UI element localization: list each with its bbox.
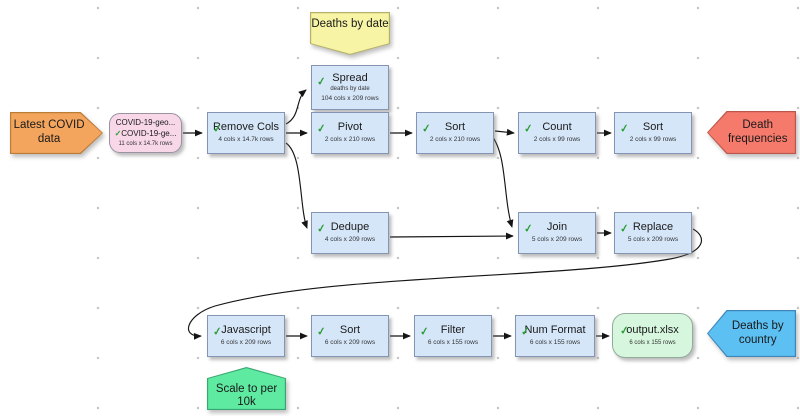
node-stats: 2 cols x 99 rows (533, 136, 581, 144)
note-deaths-by-date[interactable]: Deaths by date (310, 12, 390, 55)
note-label: Deaths by country (731, 319, 784, 346)
node-title: Pivot (337, 121, 363, 134)
check-icon: ✓ (316, 325, 327, 339)
node-title: Remove Cols (212, 121, 280, 134)
node-stats: 2 cols x 99 rows (629, 136, 677, 144)
check-icon: ✓ (520, 325, 531, 339)
transform-node-sort-2[interactable]: ✓ Sort 2 cols x 99 rows (614, 112, 692, 154)
check-icon: ✓ (523, 122, 534, 136)
transform-node-pivot[interactable]: ✓ Pivot 2 cols x 210 rows (311, 112, 389, 154)
check-icon: ✓ (316, 222, 327, 236)
node-title: Sort (642, 121, 664, 134)
transform-node-replace[interactable]: ✓ Replace 5 cols x 209 rows (614, 212, 692, 254)
node-title: Count (542, 121, 572, 134)
check-icon: ✓ (212, 122, 223, 136)
node-stats: 2 cols x 210 rows (324, 136, 376, 144)
node-stats: 11 cols x 14.7k rows (118, 140, 173, 147)
transform-node-javascript[interactable]: ✓ Javascript 6 cols x 209 rows (207, 315, 285, 357)
check-icon: ✓ (316, 75, 327, 89)
flag-shape-fill (11, 113, 102, 153)
node-stats: 6 cols x 155 rows (529, 339, 581, 347)
note-label: Death frequencies (727, 118, 788, 145)
check-icon: ✓ (114, 128, 122, 138)
check-icon: ✓ (619, 324, 630, 338)
note-latest-covid-data[interactable]: Latest COVID data (10, 112, 103, 154)
node-stats: 5 cols x 209 rows (627, 236, 679, 244)
edge-sort1-to-join (491, 135, 514, 228)
node-title: Sort (444, 121, 466, 134)
node-stats: 104 cols x 209 rows (321, 94, 379, 102)
transform-node-filter[interactable]: ✓ Filter 6 cols x 155 rows (414, 315, 492, 357)
node-title: Spread (332, 71, 368, 84)
check-icon: ✓ (421, 122, 432, 136)
transform-node-dedupe[interactable]: ✓ Dedupe 4 cols x 209 rows (311, 212, 389, 254)
input-file-name: COVID-19-geo... (115, 118, 176, 128)
flag-shape-fill (708, 112, 795, 153)
transform-node-remove-cols[interactable]: ✓ Remove Cols 4 cols x 14.7k rows (207, 112, 285, 154)
node-stats: 6 cols x 209 rows (220, 339, 272, 347)
flag-shape-fill (708, 311, 795, 356)
transform-node-count[interactable]: ✓ Count 2 cols x 99 rows (518, 112, 596, 154)
check-icon: ✓ (316, 122, 327, 136)
check-icon: ✓ (619, 122, 630, 136)
transform-node-sort-1[interactable]: ✓ Sort 2 cols x 210 rows (416, 112, 494, 154)
note-death-frequencies[interactable]: Death frequencies (707, 111, 796, 154)
node-title: Replace (632, 221, 674, 234)
node-stats: 6 cols x 209 rows (324, 339, 376, 347)
transform-node-spread[interactable]: ✓ Spread deaths by date 104 cols x 209 r… (311, 65, 389, 110)
transform-node-sort-3[interactable]: ✓ Sort 6 cols x 209 rows (311, 315, 389, 357)
input-node-covid-19-geo[interactable]: COVID-19-geo... ✓COVID-19-ge... 11 cols … (109, 113, 182, 153)
node-title: Num Format (524, 324, 586, 337)
input-file-name-2-text: COVID-19-ge... (121, 128, 177, 138)
node-title: output.xlsx (626, 324, 679, 336)
node-stats: 2 cols x 210 rows (429, 136, 481, 144)
transform-node-num-format[interactable]: ✓ Num Format 6 cols x 155 rows (515, 315, 595, 357)
edge-remove-cols-to-dedupe (285, 142, 308, 229)
node-stats: 4 cols x 14.7k rows (218, 136, 274, 144)
edge-remove-cols-to-spread (285, 89, 307, 125)
node-stats: 4 cols x 209 rows (324, 236, 376, 244)
output-node-output-xlsx[interactable]: ✓ output.xlsx 6 cols x 155 rows (612, 313, 693, 358)
node-stats: 6 cols x 155 rows (629, 340, 676, 346)
check-icon: ✓ (419, 325, 430, 339)
node-title: Join (546, 221, 568, 234)
note-label: Deaths by date (311, 17, 389, 30)
note-label: Scale to per 10k (215, 382, 278, 409)
node-stats: 6 cols x 155 rows (427, 339, 479, 347)
node-title: Sort (339, 324, 361, 337)
transform-node-join[interactable]: ✓ Join 5 cols x 209 rows (518, 212, 596, 254)
node-stats: 5 cols x 209 rows (531, 236, 583, 244)
node-title: Dedupe (330, 221, 370, 234)
node-title: Filter (440, 324, 466, 337)
check-icon: ✓ (212, 325, 223, 339)
edge-dedupe-to-join (389, 232, 514, 240)
input-file-name-2: ✓COVID-19-ge... (114, 128, 177, 138)
node-title: Javascript (221, 324, 271, 337)
note-label: Latest COVID data (13, 119, 85, 145)
node-description: deaths by date (330, 85, 370, 92)
check-icon: ✓ (523, 222, 534, 236)
note-scale-to-per-10k[interactable]: Scale to per 10k (207, 367, 286, 410)
edge-sort1-to-count (494, 128, 515, 136)
check-icon: ✓ (619, 222, 630, 236)
note-deaths-by-country[interactable]: Deaths by country (707, 310, 796, 357)
